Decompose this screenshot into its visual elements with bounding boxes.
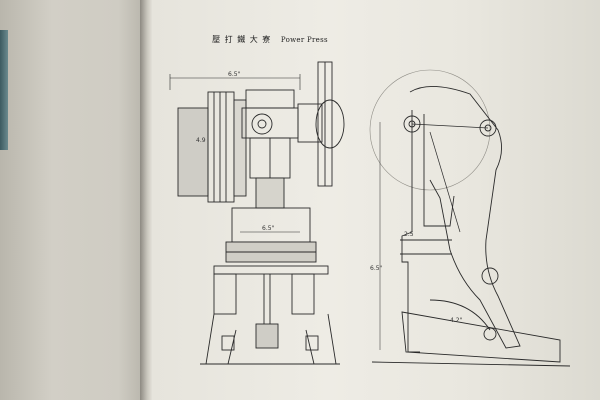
dim-height-label: 6.5"	[370, 265, 383, 272]
book-gutter	[140, 0, 152, 400]
dim-bed-label: 2.5	[404, 231, 414, 238]
title-latin: Power Press	[280, 36, 328, 44]
dim-base-label: 4.2"	[450, 317, 463, 324]
left-page	[0, 0, 148, 400]
front-view-drawing	[169, 61, 345, 365]
dim-width-label: 6.5"	[228, 71, 241, 78]
title-cjk: 壓 打 鐵 大 寮	[212, 35, 272, 44]
page-title: 壓 打 鐵 大 寮 Power Press	[0, 34, 540, 45]
dim-frame-label: 6.5"	[262, 225, 275, 232]
dim-side-label: 4.9	[196, 137, 206, 144]
book-edge-strip	[0, 30, 8, 150]
side-view-drawing	[369, 69, 571, 367]
